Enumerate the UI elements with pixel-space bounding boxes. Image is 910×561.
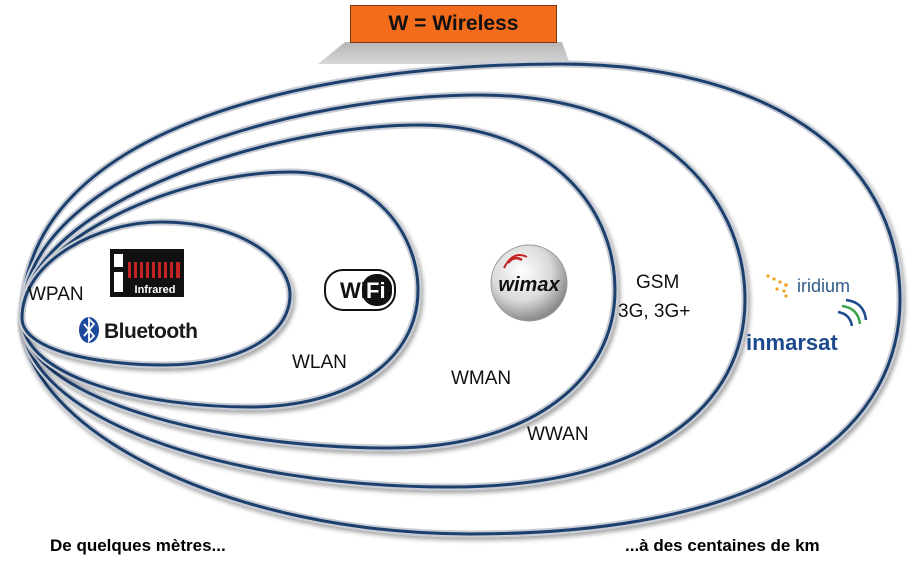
bluetooth-label: Bluetooth: [104, 320, 197, 343]
iridium-label: iridium: [797, 276, 850, 296]
wifi-logo: Wi Fi: [324, 269, 396, 311]
page-title: W = Wireless: [350, 5, 557, 43]
iridium-logo: iridium: [766, 274, 850, 298]
zone-label-wman: WMAN: [451, 368, 512, 389]
technology-label-gsm: GSM: [636, 272, 680, 293]
wimax-label: wimax: [498, 274, 560, 296]
title-tab-shadow: [318, 42, 570, 64]
infrared-logo: Infrared: [110, 249, 184, 297]
footer-left: De quelques mètres...: [50, 536, 226, 555]
inmarsat-logo: inmarsat: [746, 298, 868, 355]
zone-label-wpan: WPAN: [28, 284, 84, 305]
wimax-logo: wimax: [490, 244, 568, 322]
zone-label-wlan: WLAN: [292, 352, 347, 373]
bluetooth-logo: Bluetooth: [79, 316, 198, 344]
zone-label-wwan: WWAN: [527, 424, 589, 445]
infrared-label: Infrared: [135, 284, 176, 296]
wifi-fi-label: Fi: [366, 278, 386, 303]
footer-right: ...à des centaines de km: [625, 536, 820, 555]
inmarsat-label: inmarsat: [746, 330, 838, 355]
technology-label-3g: 3G, 3G+: [618, 301, 691, 322]
